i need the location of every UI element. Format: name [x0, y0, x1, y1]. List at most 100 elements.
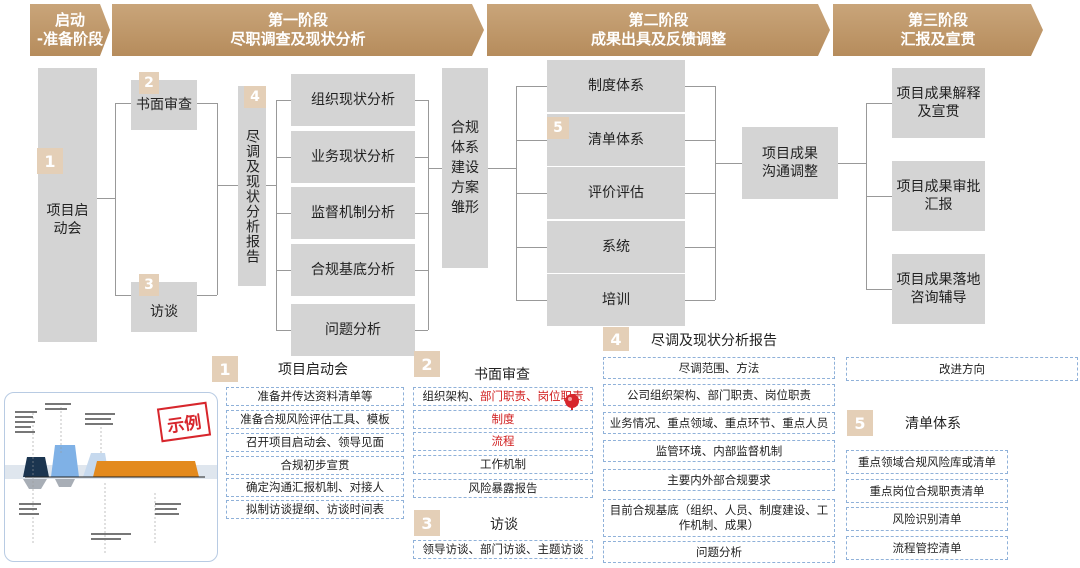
doc-review-item: 流程: [413, 432, 593, 451]
interview-label: 访谈: [150, 304, 178, 320]
doc-review-item-text: 组织架构、: [422, 389, 481, 403]
step-number-badge: 1: [37, 148, 63, 174]
section-number-badge: 5: [847, 410, 873, 436]
kickoff-item: 召开项目启动会、领导见面: [226, 433, 404, 452]
improve-direction-item: 改进方向: [846, 357, 1078, 381]
phase-chevron-stage1: 第一阶段 尽职调查及现状分析: [112, 4, 484, 56]
connector: [838, 163, 866, 164]
connector: [516, 193, 547, 194]
doc-review-item-highlight: 部门职责、岗位职责: [480, 389, 584, 403]
kickoff-item: 合规初步宣贯: [226, 456, 404, 475]
connector: [685, 140, 715, 141]
phase-chevron-stage3: 第三阶段 汇报及宣贯: [833, 4, 1043, 56]
connector: [415, 100, 428, 101]
kickoff-box: 项目启 动会: [38, 68, 97, 342]
connector: [276, 270, 291, 271]
interview-item: 领导访谈、部门访谈、主题访谈: [413, 540, 593, 559]
analysis-box-problems: 问题分析: [291, 304, 415, 356]
report-item: 监管环境、内部监督机制: [603, 440, 835, 462]
prototype-box: 合规体系建设方案雏形: [442, 68, 488, 268]
connector: [197, 295, 217, 296]
analysis-box-compliance-base: 合规基底分析: [291, 244, 415, 296]
connector: [415, 213, 428, 214]
connector: [276, 330, 291, 331]
connector: [276, 157, 291, 158]
step-number-badge: 3: [139, 274, 159, 296]
connector: [217, 103, 218, 295]
communicate-box: 项目成果 沟通调整: [742, 127, 838, 199]
phase-chevron-stage2: 第二阶段 成果出具及反馈调整: [487, 4, 830, 56]
connector: [516, 247, 547, 248]
connector: [266, 185, 276, 186]
report-item: 问题分析: [603, 541, 835, 563]
communicate-label: 项目成果 沟通调整: [762, 146, 818, 180]
section-title-list-system: 清单体系: [905, 416, 961, 432]
connector: [685, 86, 715, 87]
section-number-badge: 1: [212, 356, 238, 382]
kickoff-label: 项目启 动会: [46, 203, 89, 237]
example-stamp-text: 示例: [166, 412, 203, 437]
connector: [516, 86, 547, 87]
connector: [217, 185, 238, 186]
section-title-kickoff: 项目启动会: [278, 362, 348, 378]
section-title-report: 尽调及现状分析报告: [651, 333, 777, 349]
list-system-item: 风险识别清单: [846, 507, 1008, 531]
kickoff-item: 拟制访谈提纲、访谈时间表: [226, 500, 404, 519]
analysis-box-business: 业务现状分析: [291, 131, 415, 183]
report-item: 主要内外部合规要求: [603, 469, 835, 491]
doc-review-item-text: 流程: [491, 434, 515, 448]
connector: [715, 163, 742, 164]
connector: [715, 86, 716, 300]
system-box-training: 培训: [547, 274, 685, 326]
system-box-regulation: 制度体系: [547, 60, 685, 112]
section-number-badge: 3: [414, 510, 440, 536]
connector: [415, 270, 428, 271]
connector: [415, 157, 428, 158]
connector: [197, 103, 217, 104]
system-box-system: 系统: [547, 221, 685, 273]
result-box-explain: 项目成果解释 及宣贯: [892, 68, 985, 138]
connector: [276, 213, 291, 214]
result-box-landing: 项目成果落地 咨询辅导: [892, 254, 985, 324]
connector: [866, 103, 892, 104]
doc-review-item-text: 制度: [491, 412, 515, 426]
step-number-badge: 2: [139, 72, 159, 94]
connector: [685, 193, 715, 194]
result-label: 项目成果审批 汇报: [896, 179, 981, 213]
list-system-item: 重点岗位合规职责清单: [846, 479, 1008, 503]
kickoff-item: 准备合规风险评估工具、模板: [226, 410, 404, 429]
section-title-doc-review: 书面审查: [474, 367, 530, 383]
connector: [415, 330, 428, 331]
connector: [685, 247, 715, 248]
list-system-item: 流程管控清单: [846, 536, 1008, 560]
step-number-badge: 4: [244, 86, 266, 108]
report-item: 目前合规基底（组织、人员、制度建设、工 作机制、成果）: [603, 499, 835, 537]
connector: [428, 168, 442, 169]
connector: [115, 103, 116, 295]
system-box-evaluation: 评价评估: [547, 167, 685, 219]
report-vertical-box: 尽调及现状分析报告: [238, 86, 266, 286]
connector: [276, 100, 277, 330]
connector: [866, 196, 892, 197]
step-number-badge: 5: [547, 117, 569, 139]
section-title-interview: 访谈: [490, 517, 518, 533]
connector: [516, 140, 547, 141]
phase-chevron-prep: 启动 -准备阶段: [30, 4, 110, 56]
prototype-label: 合规体系建设方案雏形: [451, 120, 479, 216]
connector: [276, 100, 291, 101]
report-item: 尽调范围、方法: [603, 357, 835, 379]
connector: [685, 300, 715, 301]
example-thumbnail-graphic: [5, 403, 217, 553]
doc-review-item: 风险暴露报告: [413, 479, 593, 498]
example-thumbnail: 示例: [4, 392, 218, 562]
result-label: 项目成果解释 及宣贯: [896, 86, 981, 120]
section-number-badge: 2: [414, 351, 440, 377]
connector: [115, 295, 131, 296]
result-label: 项目成果落地 咨询辅导: [896, 272, 981, 306]
example-stamp: 示例: [156, 401, 212, 443]
doc-review-item: 组织架构、部门职责、岗位职责: [413, 387, 593, 406]
list-system-item: 重点领域合规风险库或清单: [846, 450, 1008, 474]
connector: [516, 300, 547, 301]
report-item: 公司组织架构、部门职责、岗位职责: [603, 384, 835, 406]
connector: [866, 289, 892, 290]
